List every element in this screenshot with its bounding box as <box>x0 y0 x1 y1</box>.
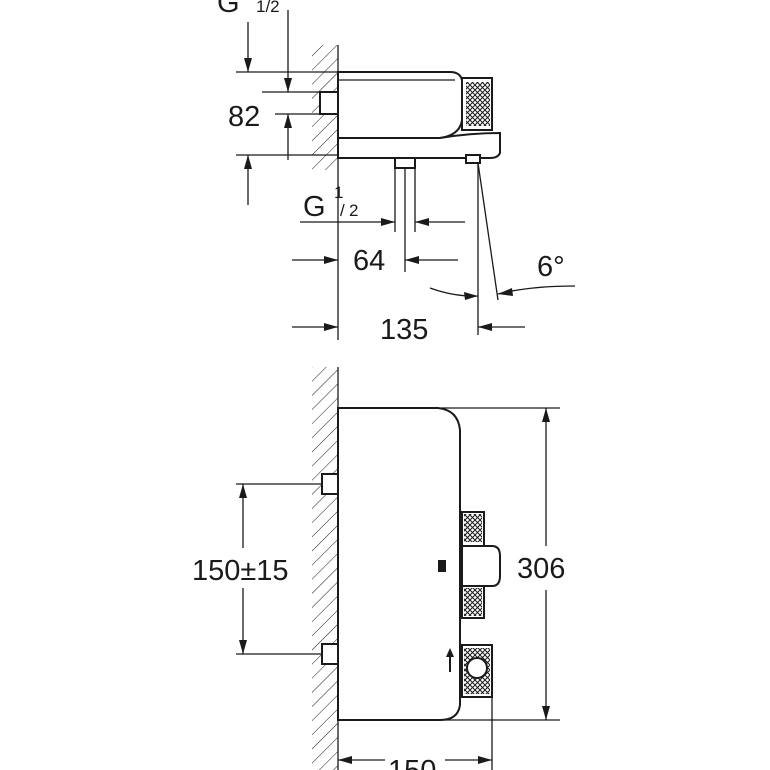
dim-82: 82 <box>228 101 260 133</box>
temp-knob-knurl-bottom <box>464 588 482 616</box>
inlet-stub-top <box>319 91 339 115</box>
d82-arrowhead <box>284 114 292 128</box>
d64-arrowhead-right <box>405 256 419 264</box>
flow-arrow-mark <box>446 648 454 672</box>
inlet-stub-lower <box>321 643 339 665</box>
d150-label-bg <box>385 752 445 770</box>
side-view <box>236 10 576 340</box>
d150-arrowhead-left <box>338 756 352 764</box>
front-view <box>236 367 560 770</box>
flow-knob-cap <box>466 657 488 679</box>
spout-angle-line <box>477 162 499 301</box>
g-bottom-arrowhead2 <box>415 218 429 226</box>
d306-arrowhead-bottom <box>542 706 550 720</box>
d82-arrowhead-lower <box>244 155 252 169</box>
g-bottom-arrowhead <box>381 218 395 226</box>
d135-arrowhead-left <box>324 323 338 331</box>
dim-150-tolerance: 150±15 <box>192 555 289 587</box>
temp-knob-knurl-top <box>464 514 482 542</box>
dim-64: 64 <box>353 245 385 277</box>
outlet-nozzle <box>394 157 416 169</box>
g-top-arrowhead2 <box>284 78 292 92</box>
g-bottom-letter: G <box>303 191 326 223</box>
angle-arrowhead-right <box>498 288 513 296</box>
spout-tip <box>465 154 481 164</box>
g-top-arrowhead <box>244 58 252 72</box>
dim-150: 150 <box>388 755 436 770</box>
g-top-letter: G <box>217 0 240 19</box>
g-top-fraction: 1/2 <box>256 0 280 16</box>
safety-button-mark <box>438 560 446 572</box>
spout-plate <box>337 131 501 159</box>
d135-arrowhead-right <box>478 323 492 331</box>
d150tol-arrowhead-top <box>239 484 247 498</box>
temp-knob-lever <box>461 545 501 587</box>
d150-arrowhead-right <box>478 756 492 764</box>
d306-arrowhead-top <box>542 408 550 422</box>
wall-hatch-bottom <box>312 367 338 770</box>
g-bottom-slash: / <box>340 201 345 220</box>
dim-angle: 6° <box>537 251 565 283</box>
d150tol-arrowhead-bottom <box>239 640 247 654</box>
g-bottom-num: 1 <box>334 183 343 202</box>
g-bottom-den: 2 <box>349 201 358 220</box>
thermostat-body-side <box>337 71 463 139</box>
angle-arrowhead-left <box>464 292 478 300</box>
inlet-stub-upper <box>321 473 339 495</box>
dim-135: 135 <box>380 314 428 346</box>
knurl-top <box>466 82 490 126</box>
d64-arrowhead-left <box>324 256 338 264</box>
dim-306: 306 <box>517 553 565 585</box>
